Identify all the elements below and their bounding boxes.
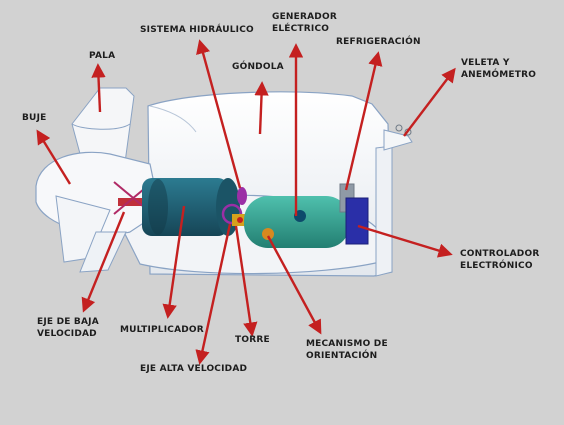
refrigeracion-text: REFRIGERACIÓN bbox=[336, 37, 421, 47]
arrow-mecanismo bbox=[266, 235, 322, 335]
arrow-controlador bbox=[357, 224, 453, 258]
arrow-eje-baja bbox=[81, 211, 126, 313]
label-gondola: GÓNDOLA bbox=[232, 62, 284, 74]
arrow-gondola bbox=[254, 81, 269, 135]
eje-alta-text: EJE ALTA VELOCIDAD bbox=[140, 364, 248, 374]
label-pala: PALA bbox=[89, 51, 115, 63]
label-torre: TORRE bbox=[235, 335, 270, 347]
label-eje-baja: EJE DE BAJA VELOCIDAD bbox=[37, 317, 99, 340]
label-mecanismo: MECANISMO DE ORIENTACIÓN bbox=[306, 339, 388, 362]
multiplicador-text: MULTIPLICADOR bbox=[120, 325, 204, 335]
callout-arrows bbox=[36, 39, 456, 365]
label-multiplicador: MULTIPLICADOR bbox=[120, 325, 204, 337]
arrow-pala bbox=[91, 63, 106, 113]
controlador-text-2: ELECTRÓNICO bbox=[460, 260, 533, 271]
mecanismo-text-2: ORIENTACIÓN bbox=[306, 350, 378, 361]
buje-text: BUJE bbox=[22, 113, 47, 123]
controller-shape bbox=[345, 197, 369, 245]
controlador-text-1: CONTROLADOR bbox=[460, 249, 540, 259]
arrow-refrigeracion bbox=[344, 51, 383, 191]
label-buje: BUJE bbox=[22, 113, 46, 125]
yaw-mechanism-shape bbox=[262, 228, 274, 240]
label-eje-alta: EJE ALTA VELOCIDAD bbox=[140, 364, 247, 376]
arrow-multiplicador bbox=[162, 205, 186, 319]
torre-text: TORRE bbox=[235, 335, 270, 345]
label-generador: GENERADOR ELÉCTRICO bbox=[272, 12, 337, 35]
hub-shape bbox=[35, 151, 161, 273]
arrow-torre bbox=[234, 225, 258, 337]
label-controlador: CONTROLADOR ELECTRÓNICO bbox=[460, 249, 539, 272]
sistema-hidraulico-text: SISTEMA HIDRÁULICO bbox=[140, 25, 254, 35]
generador-text-1: GENERADOR bbox=[272, 12, 337, 22]
arrow-buje bbox=[36, 129, 72, 185]
label-veleta: VELETA Y ANEMÓMETRO bbox=[461, 58, 536, 81]
pala-text: PALA bbox=[89, 51, 116, 61]
eje-baja-text-2: VELOCIDAD bbox=[37, 328, 97, 339]
mecanismo-text-1: MECANISMO DE bbox=[306, 339, 388, 349]
arrow-sistema-hidraulico bbox=[196, 39, 242, 189]
arrow-veleta bbox=[403, 67, 456, 137]
rear-panel bbox=[375, 124, 413, 277]
eje-baja-text-1: EJE DE BAJA bbox=[37, 317, 99, 327]
gondola-text: GÓNDOLA bbox=[232, 62, 284, 72]
label-sistema-hidraulico: SISTEMA HIDRÁULICO bbox=[140, 25, 254, 37]
veleta-text-2: ANEMÓMETRO bbox=[461, 69, 537, 80]
arrow-eje-alta bbox=[195, 223, 232, 365]
label-refrigeracion: REFRIGERACIÓN bbox=[336, 37, 421, 49]
veleta-text-1: VELETA Y bbox=[461, 58, 510, 68]
generador-text-2: ELÉCTRICO bbox=[272, 23, 330, 34]
hydraulic-system bbox=[221, 187, 247, 226]
